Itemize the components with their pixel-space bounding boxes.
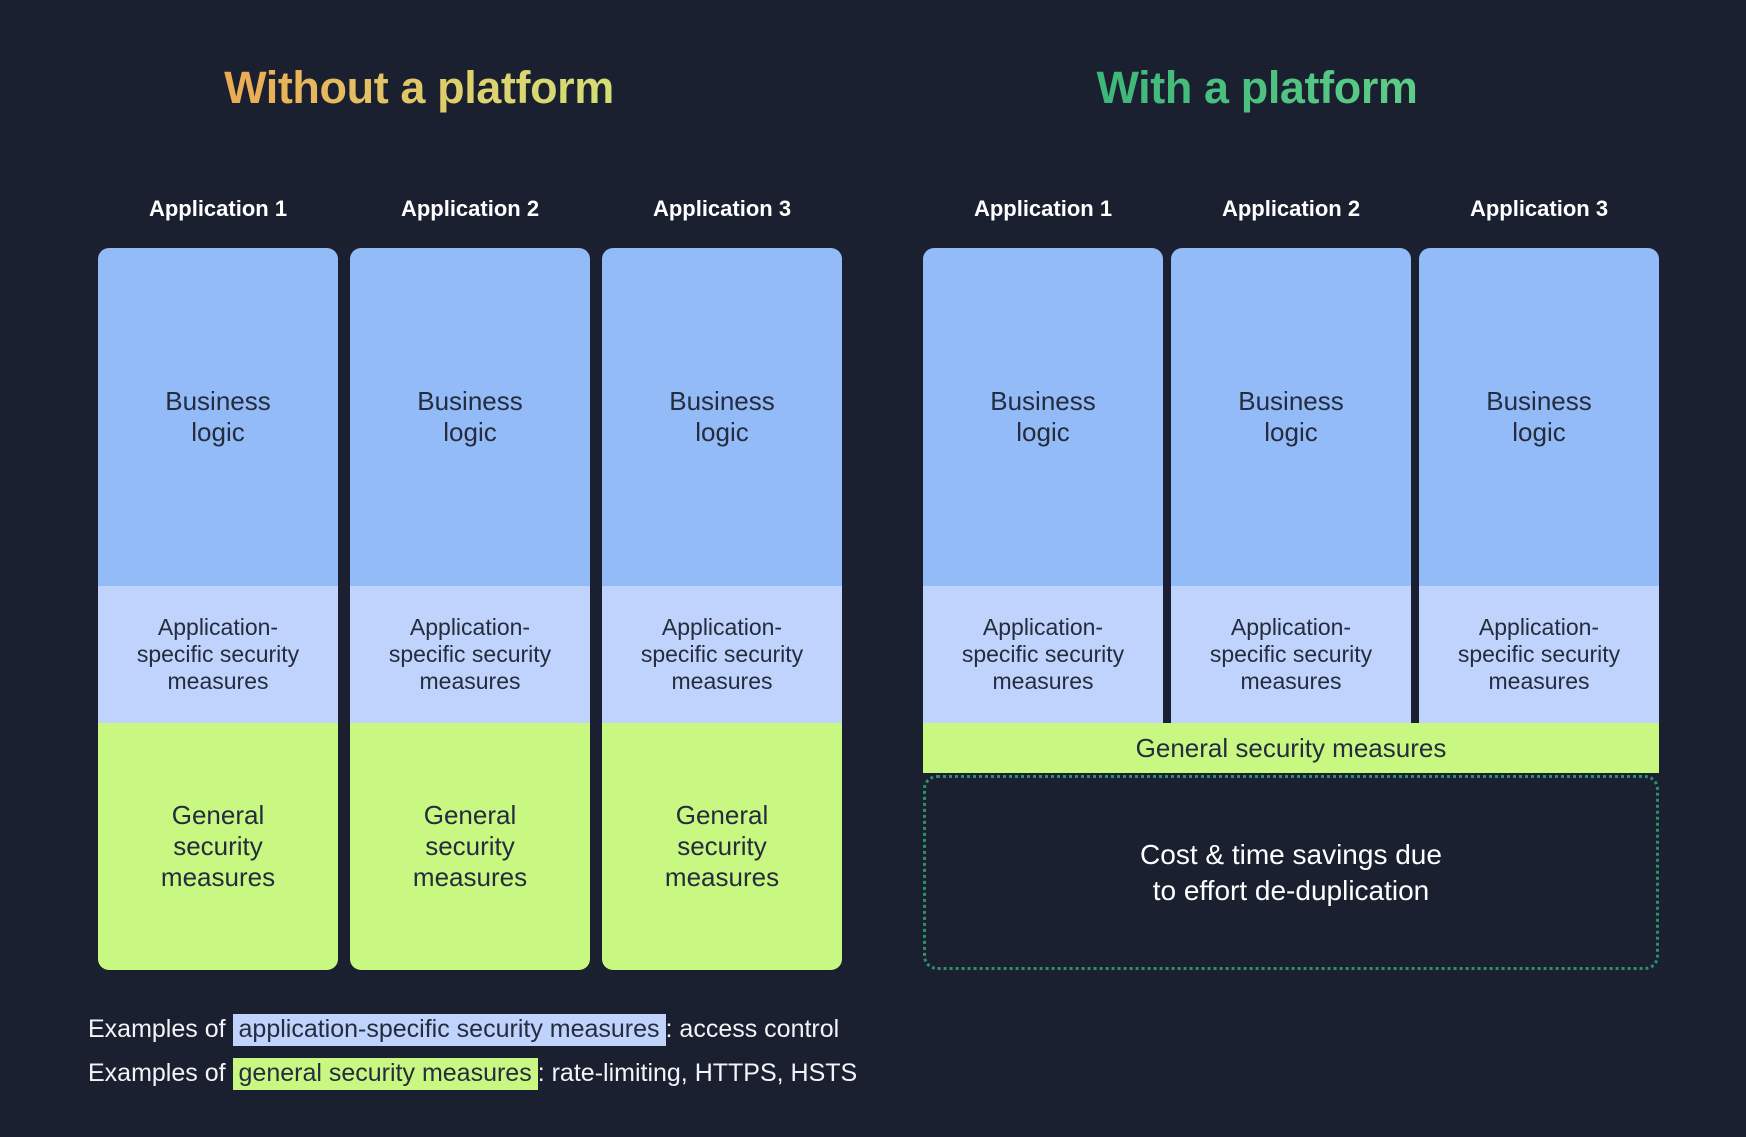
band-app-specific-security: Application- specific security measures xyxy=(98,586,338,723)
column-header-left-app-2: Application 2 xyxy=(400,196,540,221)
band-app-specific-security: Application- specific security measures xyxy=(1171,586,1411,723)
band-app-specific-line-1: Application- xyxy=(409,613,531,640)
band-app-specific-line-2: specific security xyxy=(136,640,300,667)
band-business-logic: Business logic xyxy=(98,248,338,586)
panel-title-with-platform: With a platform xyxy=(838,62,1676,114)
band-app-specific-line-3: measures xyxy=(1488,668,1590,695)
band-general-line-2: security xyxy=(677,831,767,862)
shared-general-security-bar: General security measures xyxy=(923,723,1659,773)
band-app-specific-line-3: measures xyxy=(671,668,773,695)
card-left-app-2: Business logic Application- specific sec… xyxy=(350,248,590,970)
card-right-app-3: Business logic Application- specific sec… xyxy=(1419,248,1659,723)
legend-line-app-specific: Examples of application-specific securit… xyxy=(88,1014,839,1046)
band-business-logic-line-1: Business xyxy=(165,386,271,417)
band-app-specific-line-2: specific security xyxy=(1457,640,1621,667)
legend-1-prefix: Examples of xyxy=(88,1015,233,1043)
band-business-logic-line-2: logic xyxy=(1016,417,1070,447)
band-business-logic: Business logic xyxy=(602,248,842,586)
band-app-specific-line-3: measures xyxy=(419,668,521,695)
column-header-left-app-3: Application 3 xyxy=(652,196,792,221)
card-left-app-1: Business logic Application- specific sec… xyxy=(98,248,338,970)
band-business-logic-line-1: Business xyxy=(417,386,523,417)
column-header-right-app-3: Application 3 xyxy=(1469,196,1609,221)
band-app-specific-line-1: Application- xyxy=(157,613,279,640)
band-business-logic-line-1: Business xyxy=(990,386,1096,417)
band-general-line-1: General xyxy=(675,800,769,831)
band-app-specific-line-1: Application- xyxy=(1230,613,1352,640)
band-general-security: General security measures xyxy=(602,723,842,970)
card-right-app-1: Business logic Application- specific sec… xyxy=(923,248,1163,723)
column-header-left-app-1: Application 1 xyxy=(148,196,288,221)
band-general-security: General security measures xyxy=(98,723,338,970)
savings-line-2: to effort de-duplication xyxy=(1152,874,1430,906)
legend-2-highlight: general security measures xyxy=(232,1058,538,1090)
band-business-logic-line-2: logic xyxy=(191,417,245,447)
band-business-logic-line-2: logic xyxy=(1512,417,1566,447)
band-app-specific-security: Application- specific security measures xyxy=(350,586,590,723)
band-business-logic-line-2: logic xyxy=(695,417,749,447)
band-general-line-2: security xyxy=(425,831,515,862)
band-business-logic: Business logic xyxy=(1171,248,1411,586)
column-header-right-app-1: Application 1 xyxy=(973,196,1113,221)
panel-title-without-platform: Without a platform xyxy=(0,62,838,114)
band-business-logic-line-1: Business xyxy=(1238,386,1344,417)
band-business-logic-line-2: logic xyxy=(1264,417,1318,447)
band-app-specific-security: Application- specific security measures xyxy=(1419,586,1659,723)
savings-callout-box: Cost & time savings due to effort de-dup… xyxy=(923,775,1659,970)
band-app-specific-line-3: measures xyxy=(1240,668,1342,695)
legend-2-suffix: : rate-limiting, HTTPS, HSTS xyxy=(537,1059,858,1087)
legend-line-general: Examples of general security measures: r… xyxy=(88,1058,857,1090)
band-general-line-1: General xyxy=(423,800,517,831)
band-app-specific-line-3: measures xyxy=(992,668,1094,695)
band-app-specific-line-1: Application- xyxy=(1478,613,1600,640)
band-general-line-3: measures xyxy=(664,861,780,892)
band-business-logic: Business logic xyxy=(923,248,1163,586)
band-general-line-3: measures xyxy=(160,861,276,892)
card-right-app-2: Business logic Application- specific sec… xyxy=(1171,248,1411,723)
card-left-app-3: Business logic Application- specific sec… xyxy=(602,248,842,970)
band-app-specific-line-3: measures xyxy=(167,668,269,695)
band-business-logic-line-1: Business xyxy=(669,386,775,417)
band-business-logic-line-1: Business xyxy=(1486,386,1592,417)
band-app-specific-line-1: Application- xyxy=(661,613,783,640)
band-business-logic: Business logic xyxy=(1419,248,1659,586)
band-app-specific-line-2: specific security xyxy=(1209,640,1373,667)
band-general-line-1: General xyxy=(171,800,265,831)
column-header-right-app-2: Application 2 xyxy=(1221,196,1361,221)
band-app-specific-security: Application- specific security measures xyxy=(602,586,842,723)
band-app-specific-line-2: specific security xyxy=(961,640,1125,667)
band-app-specific-line-1: Application- xyxy=(982,613,1104,640)
band-app-specific-line-2: specific security xyxy=(388,640,552,667)
band-general-line-2: security xyxy=(173,831,263,862)
band-general-line-3: measures xyxy=(412,861,528,892)
band-general-security: General security measures xyxy=(350,723,590,970)
band-business-logic-line-2: logic xyxy=(443,417,497,447)
band-app-specific-line-2: specific security xyxy=(640,640,804,667)
band-app-specific-security: Application- specific security measures xyxy=(923,586,1163,723)
legend-1-highlight: application-specific security measures xyxy=(232,1014,666,1046)
legend-2-prefix: Examples of xyxy=(88,1059,233,1087)
legend-1-suffix: : access control xyxy=(665,1015,840,1043)
savings-line-1: Cost & time savings due xyxy=(1140,838,1442,870)
band-business-logic: Business logic xyxy=(350,248,590,586)
